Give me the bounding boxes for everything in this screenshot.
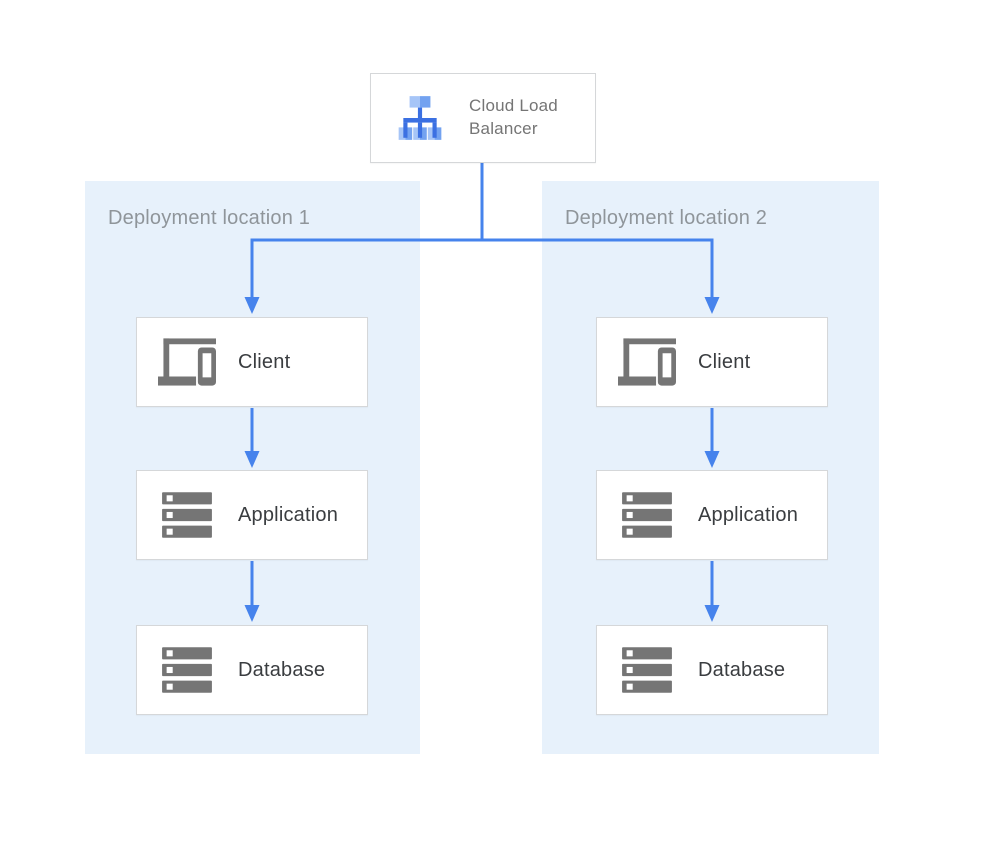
application-label: Application [238,503,339,526]
arrowheads-to-clients [244,297,720,314]
server-stack-icon [158,644,216,696]
client-devices-icon [158,336,216,388]
server-stack-icon [618,489,676,541]
cloud-load-balancer-node: Cloud Load Balancer [370,73,596,163]
server-stack-icon [158,489,216,541]
application-node-location-1: Application [136,470,368,560]
client-node-location-1: Client [136,317,368,407]
database-node-location-2: Database [596,625,828,715]
cloud-load-balancer-label: Cloud Load Balancer [469,96,558,138]
client-label: Client [698,350,751,373]
column-connectors [250,408,714,606]
database-label: Database [698,658,786,681]
column-arrowheads [244,451,720,622]
deployment-location-1-label: Deployment location 1 [108,207,311,229]
server-stack-icon [618,644,676,696]
client-devices-icon [618,336,676,388]
client-node-location-2: Client [596,317,828,407]
database-label: Database [238,658,326,681]
lb-fanout-connector [250,163,714,298]
application-node-location-2: Application [596,470,828,560]
application-label: Application [698,503,799,526]
client-label: Client [238,350,291,373]
deployment-location-2-label: Deployment location 2 [565,207,768,229]
cloud-load-balancer-icon [395,93,445,143]
database-node-location-1: Database [136,625,368,715]
